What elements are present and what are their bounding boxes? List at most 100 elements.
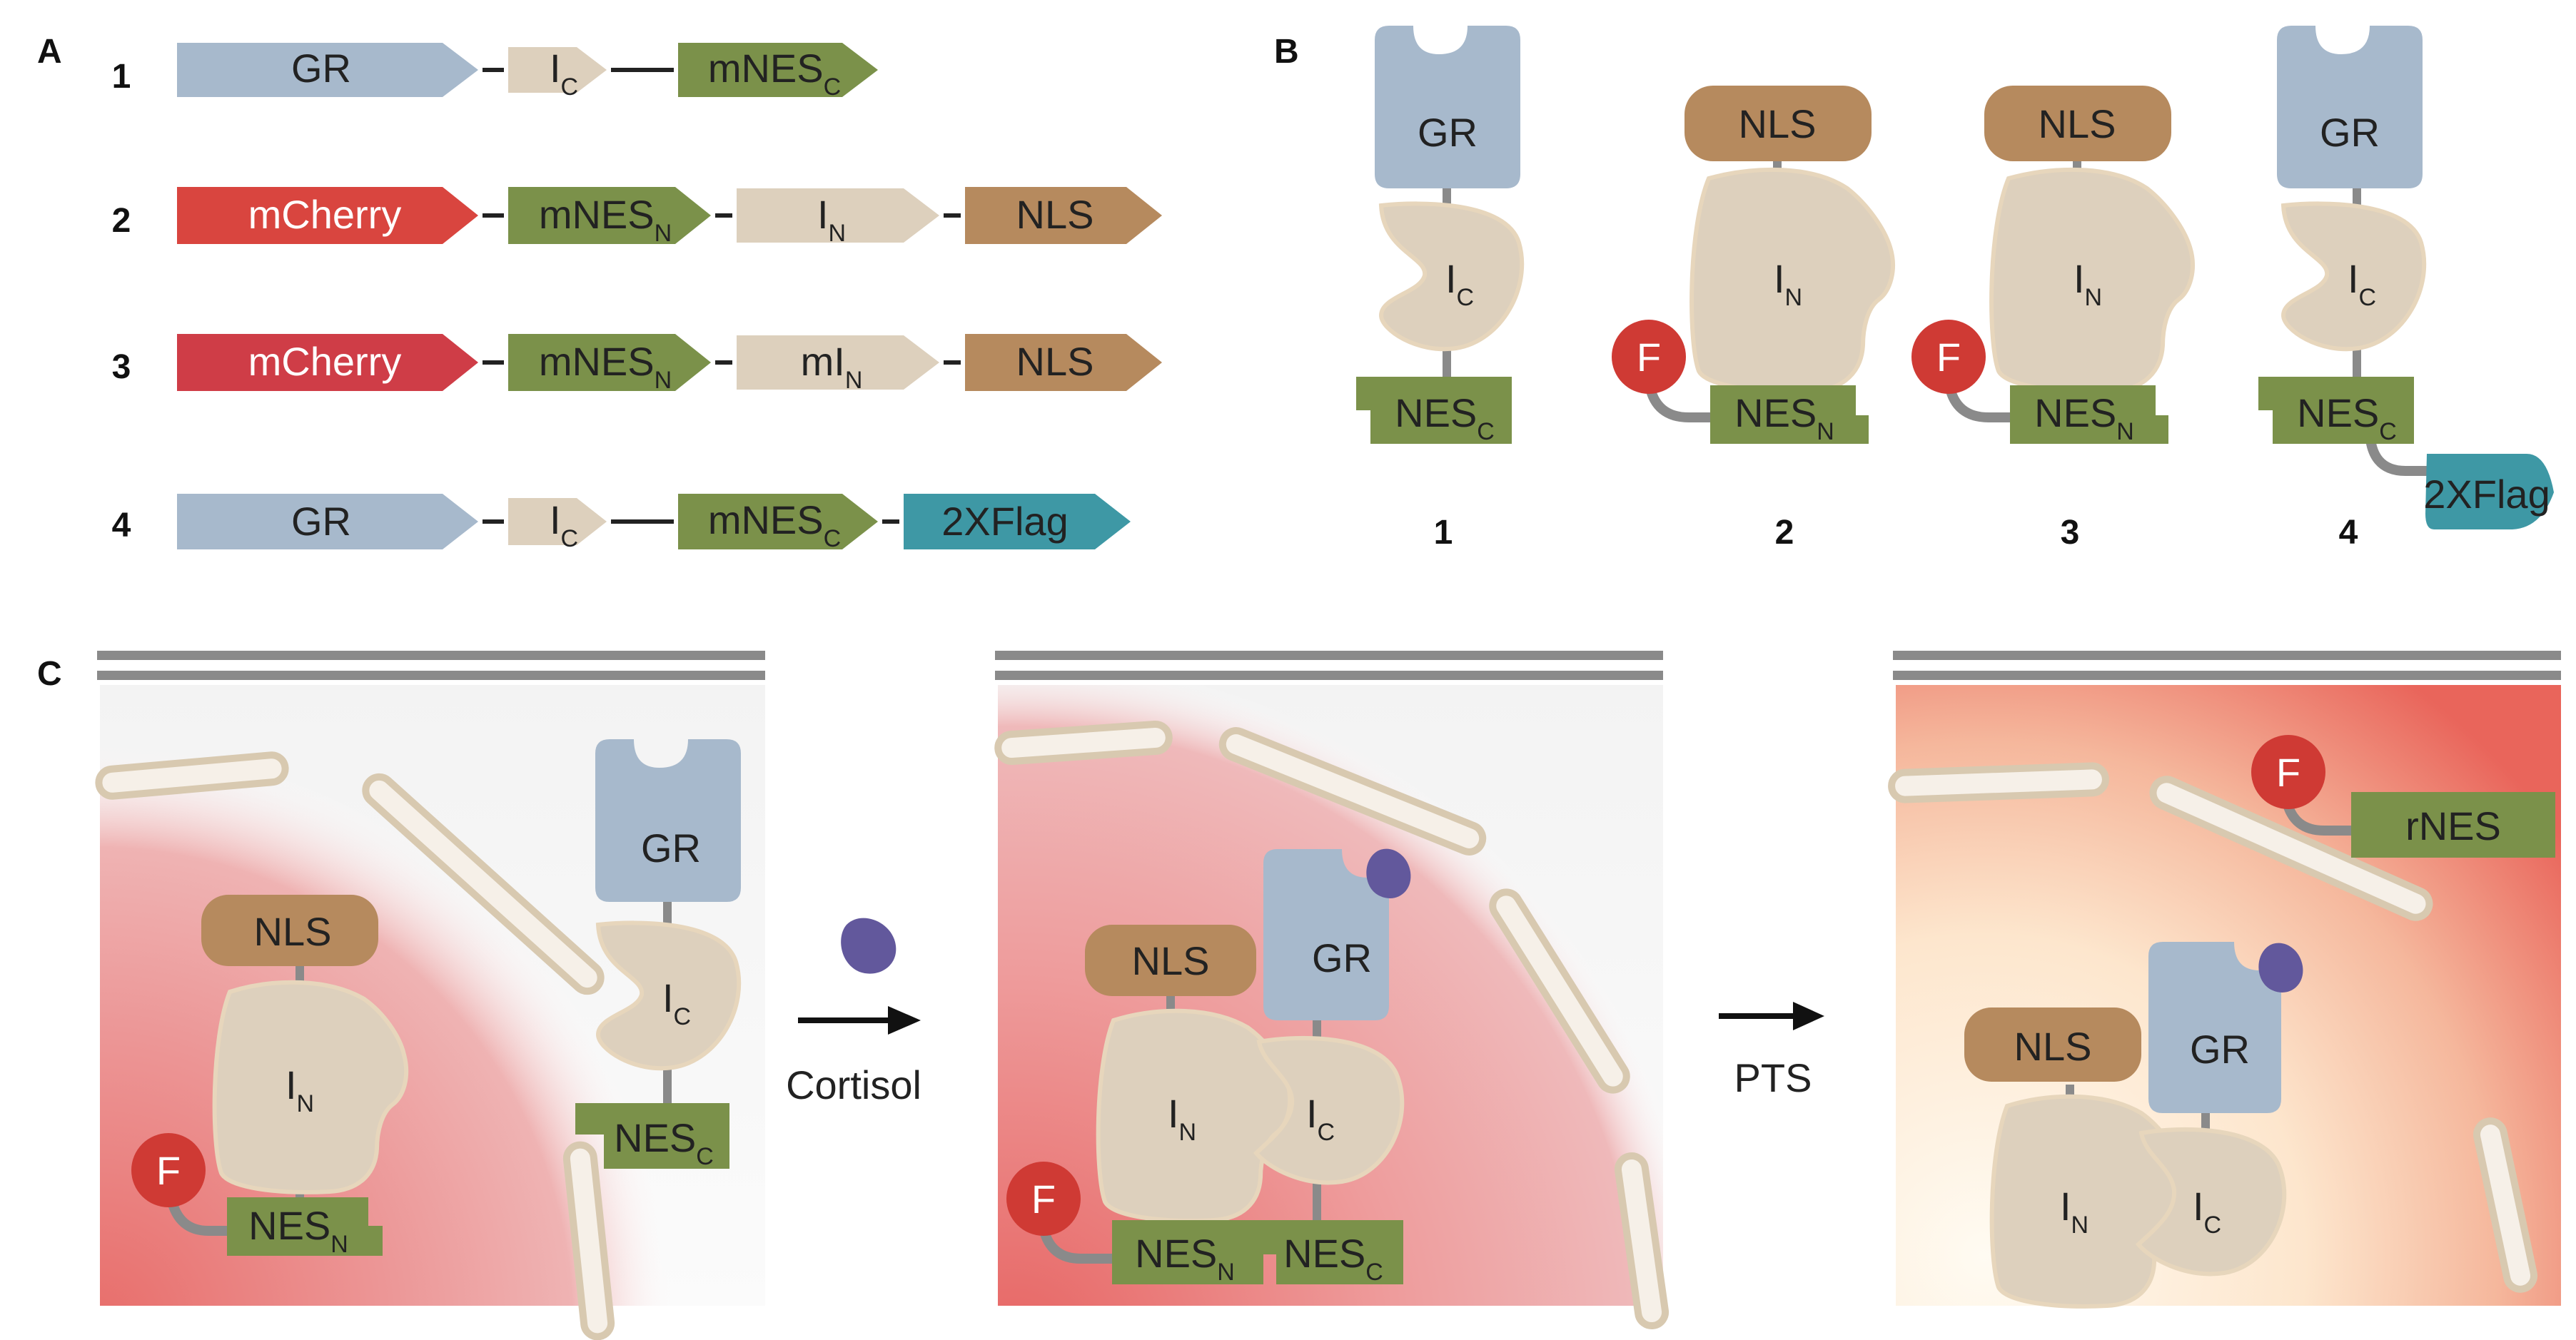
nls-label: NLS bbox=[1739, 101, 1817, 146]
gr-domain bbox=[2148, 942, 2281, 1113]
nls-label: NLS bbox=[2014, 1024, 2092, 1069]
nuclear-envelope bbox=[362, 773, 605, 995]
nes-c-label: NESC bbox=[1395, 390, 1495, 445]
row-number-2: 2 bbox=[112, 202, 131, 240]
nes-c-label: NESC bbox=[1283, 1231, 1383, 1286]
cortisol-label: Cortisol bbox=[786, 1062, 921, 1107]
flag-tag bbox=[2425, 454, 2554, 529]
nes-n-tag bbox=[227, 1197, 383, 1256]
nes-c-tag bbox=[1356, 377, 1512, 444]
ic-segment bbox=[508, 47, 607, 93]
gr-domain bbox=[1375, 26, 1520, 188]
pts-transition: PTS bbox=[1719, 1002, 1824, 1100]
nls-domain bbox=[1684, 86, 1872, 161]
cortisol-transition: Cortisol bbox=[786, 918, 921, 1107]
nuclear-envelope bbox=[1614, 1152, 1670, 1330]
gr-segment bbox=[177, 43, 478, 97]
fluorophore bbox=[1006, 1162, 1081, 1236]
nes-c-label: NESC bbox=[2297, 390, 2397, 445]
nls-label: NLS bbox=[1016, 192, 1094, 237]
nls-domain bbox=[1085, 925, 1256, 996]
plasma-membrane bbox=[995, 671, 1663, 680]
flag-segment bbox=[904, 494, 1131, 549]
pts-label: PTS bbox=[1734, 1055, 1812, 1100]
nes-c-label: NESC bbox=[614, 1115, 714, 1170]
nuclear-envelope bbox=[2149, 776, 2433, 921]
nes-c-tag bbox=[1251, 1220, 1403, 1284]
ic-label: IC bbox=[1445, 256, 1474, 311]
nls-domain bbox=[1984, 86, 2171, 161]
mnes-c-segment bbox=[678, 494, 878, 549]
gr-label: GR bbox=[2190, 1027, 2250, 1072]
nls-domain bbox=[1964, 1007, 2141, 1082]
fluorophore-label: F bbox=[1637, 335, 1661, 380]
panel-label-a: A bbox=[37, 33, 62, 71]
mi-n-label: mIN bbox=[801, 339, 863, 394]
mcherry-label: mCherry bbox=[248, 192, 402, 237]
ic-domain bbox=[2135, 1127, 2287, 1276]
mi-n-domain bbox=[1989, 167, 2195, 394]
fluorophore-label: F bbox=[1936, 335, 1961, 380]
gr-domain bbox=[2277, 26, 2423, 188]
nes-n-tag bbox=[1112, 1220, 1263, 1284]
ic-label: IC bbox=[2193, 1184, 2221, 1239]
gr-label: GR bbox=[641, 826, 701, 871]
gr-label: GR bbox=[2320, 110, 2380, 155]
protein-number-2: 2 bbox=[1775, 514, 1794, 552]
in-domain bbox=[1096, 1008, 1293, 1223]
mnes-n-label: mNESN bbox=[539, 339, 672, 394]
gr-segment bbox=[177, 494, 478, 549]
flag-label: 2XFlag bbox=[2423, 472, 2550, 517]
nls-segment bbox=[965, 334, 1162, 391]
cell-state-after-cortisol: NLS IN GR IC F NESN NESC bbox=[994, 651, 1670, 1330]
fluorophore bbox=[1612, 320, 1686, 394]
mnes-n-segment bbox=[508, 187, 711, 244]
rnes-tag bbox=[2351, 792, 2555, 858]
nuclear-envelope bbox=[1489, 888, 1630, 1094]
cortisol-molecule bbox=[841, 918, 896, 974]
plasma-membrane bbox=[995, 651, 1663, 660]
gr-label: GR bbox=[291, 499, 351, 544]
gr-domain bbox=[1263, 849, 1389, 1020]
protein-number-4: 4 bbox=[2339, 514, 2358, 552]
protein-number-1: 1 bbox=[1434, 514, 1453, 552]
ic-label: IC bbox=[1306, 1091, 1335, 1146]
plasma-membrane bbox=[1893, 651, 2561, 660]
gr-label: GR bbox=[291, 46, 351, 91]
nls-label: NLS bbox=[1132, 938, 1210, 983]
ic-label: IC bbox=[662, 975, 691, 1030]
construct-row-1: 1 GR IC mNESC bbox=[112, 43, 878, 101]
flag-label: 2XFlag bbox=[941, 499, 1068, 544]
in-segment bbox=[737, 188, 939, 243]
nuclear-envelope bbox=[562, 1141, 615, 1340]
mcherry-segment bbox=[177, 187, 478, 244]
nuclear-envelope bbox=[1888, 762, 2109, 803]
arrow-head bbox=[1793, 1002, 1824, 1030]
mi-n-label: IN bbox=[2074, 256, 2102, 311]
ic-segment bbox=[508, 498, 607, 545]
nes-n-tag bbox=[1710, 385, 1869, 444]
nes-c-tag bbox=[575, 1103, 729, 1169]
arrow-head bbox=[888, 1006, 921, 1035]
nuclear-envelope bbox=[2473, 1117, 2537, 1293]
mnes-c-segment bbox=[678, 43, 878, 97]
fluorophore bbox=[2251, 735, 2325, 809]
ic-domain bbox=[595, 920, 742, 1071]
nes-c-tag bbox=[2258, 377, 2414, 444]
protein-number-3: 3 bbox=[2061, 514, 2080, 552]
ic-domain bbox=[1253, 1035, 1405, 1185]
nes-n-label: NESN bbox=[2034, 390, 2134, 445]
mnes-c-label: mNESC bbox=[708, 46, 841, 101]
ic-label: IC bbox=[550, 497, 578, 552]
ic-domain bbox=[1378, 201, 1525, 352]
panel-label-b: B bbox=[1274, 33, 1299, 71]
cortisol-molecule bbox=[1366, 848, 1411, 898]
fluorophore-label: F bbox=[2276, 750, 2300, 795]
rnes-label: rNES bbox=[2405, 803, 2501, 848]
fusion-protein-1: GR IC NESC 1 bbox=[1356, 26, 1525, 552]
cell-state-after-splicing: F rNES NLS IN GR IC bbox=[1888, 651, 2561, 1309]
fusion-protein-4: GR IC NESC 2XFlag 4 bbox=[2258, 26, 2554, 552]
fusion-protein-3: NLS IN F NESN 3 bbox=[1911, 86, 2195, 552]
nes-n-tag bbox=[2010, 385, 2168, 444]
